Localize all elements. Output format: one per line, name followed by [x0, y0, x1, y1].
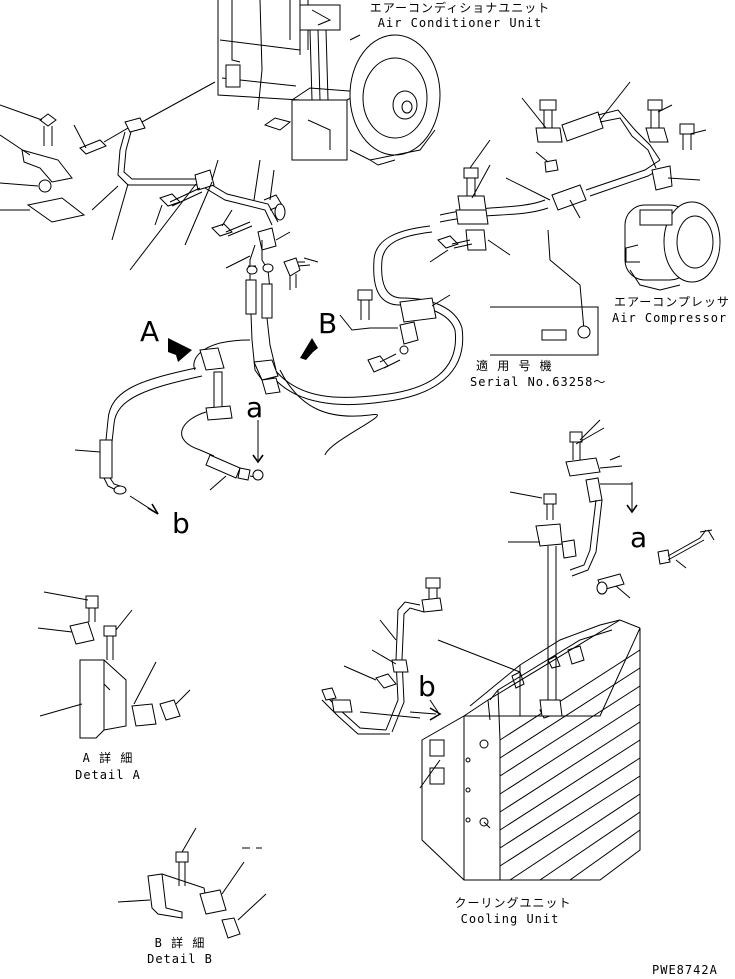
air-compressor-label-jp: エアーコンプレッサ: [614, 295, 730, 309]
detail-b-label-jp: B 詳 細: [154, 936, 206, 950]
compressor-area: [429, 81, 721, 339]
marker-b-left: b: [172, 507, 190, 540]
marker-a-right: a: [630, 521, 648, 554]
view-arrows: [168, 338, 318, 362]
cooling-unit-label-en: Cooling Unit: [460, 912, 560, 926]
marker-a-upper: a: [246, 391, 264, 424]
b-area-parts: [339, 289, 451, 373]
cooling-unit-label-jp: クーリングユニット: [454, 896, 572, 910]
a-area-parts: [74, 347, 281, 495]
detail-b-label-en: Detail B: [147, 952, 213, 966]
marker-A: A: [140, 315, 160, 348]
top-left-parts: [0, 104, 129, 223]
detail-a-label-en: Detail A: [75, 768, 141, 782]
marker-B: B: [318, 307, 338, 340]
hose-bolts: [91, 159, 311, 290]
detail-a-label-jp: A 詳 細: [82, 751, 134, 765]
cooling-unit-drawing: [421, 619, 641, 881]
detail-b-drawing: [117, 827, 267, 939]
misc-leaders: [253, 159, 601, 441]
detail-a-drawing: [37, 591, 191, 739]
drawing-id-label: PWE8742A: [652, 963, 718, 977]
compressor-hose: [271, 199, 549, 456]
cooling-fins: [499, 649, 641, 881]
air-conditioner-unit-label-en: Air Conditioner Unit: [377, 16, 543, 30]
serial-label-en: Serial No.63258～: [470, 375, 607, 389]
cooling-hoses: [321, 427, 715, 829]
air-compressor-label-en: Air Compressor: [612, 311, 728, 325]
air-conditioner-unit-drawing: [217, 0, 441, 166]
b-arrow: [129, 495, 159, 515]
air-conditioner-unit-label-jp: エアーコンディショナユニット: [369, 1, 551, 15]
serial-label-jp: 適 用 号 機: [476, 359, 553, 373]
marker-b-lower: b: [418, 670, 436, 703]
serial-callout: [490, 306, 599, 356]
